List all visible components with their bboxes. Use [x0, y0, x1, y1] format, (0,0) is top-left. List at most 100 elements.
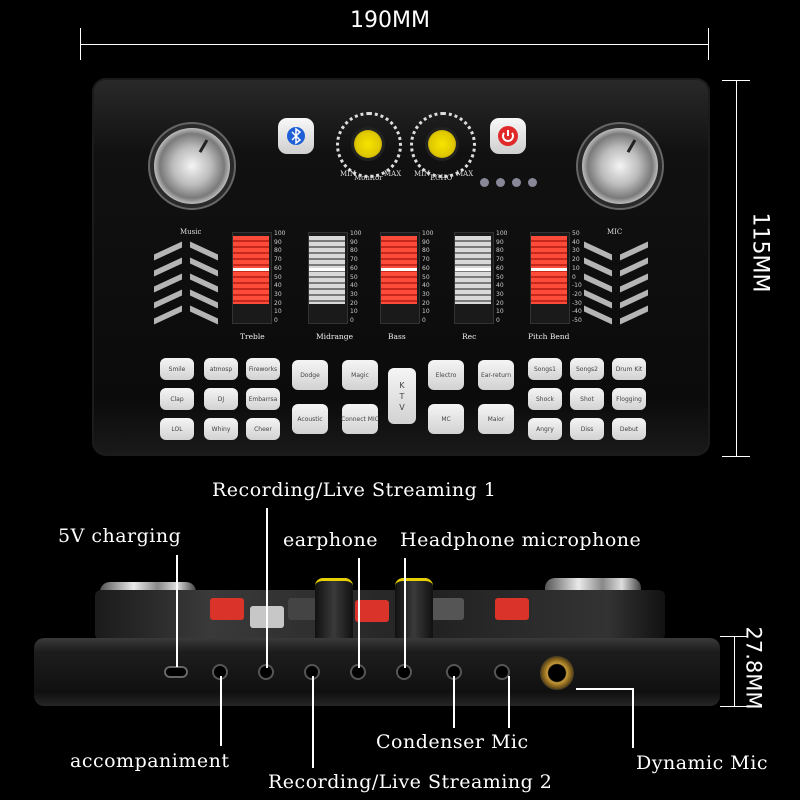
fader-cap-side-6 [495, 598, 529, 620]
depth-dimension-label: 27.8MM [741, 626, 766, 710]
leader-condenser-mic-2 [508, 676, 510, 728]
condenser-mic-port-2[interactable] [496, 666, 508, 678]
height-dimension-label: 115MM [747, 212, 773, 293]
fader-3-handle[interactable] [381, 236, 417, 304]
height-dimension-line [736, 80, 737, 456]
callout-accompaniment: accompaniment [70, 750, 230, 772]
fader-label-4: Rec [462, 332, 477, 341]
pad-lol[interactable]: LOL [160, 418, 194, 440]
pad-smile[interactable]: Smile [160, 358, 194, 380]
echo-min-label: MIN [414, 170, 431, 178]
pad-electro[interactable]: Electro [428, 360, 464, 390]
pad-embarrsa[interactable]: Embarrsa [246, 388, 280, 410]
dynamic-mic-jack[interactable] [540, 656, 574, 690]
callout-earphone: earphone [283, 529, 378, 551]
fader-1-handle[interactable] [233, 236, 269, 304]
music-knob-label: Music [180, 228, 202, 236]
monitor-dial-ring [336, 112, 402, 178]
recording-1-port[interactable] [260, 666, 272, 678]
earphone-port[interactable] [352, 666, 364, 678]
bluetooth-icon [287, 127, 305, 145]
music-volume-knob[interactable] [154, 128, 230, 204]
condenser-mic-port[interactable] [448, 666, 460, 678]
height-tick-top [722, 80, 750, 81]
fader-2-handle[interactable] [309, 236, 345, 304]
monitor-knob[interactable] [354, 130, 382, 158]
pad-maior[interactable]: Maior [478, 404, 514, 434]
monitor-min-label: MIN [340, 170, 357, 178]
leader-dynamic-mic-h [576, 688, 632, 690]
sound-card-side-view [34, 638, 720, 706]
fader-label-2: Midrange [316, 332, 354, 341]
fader-cap-side-1 [210, 598, 244, 620]
headphone-mic-port[interactable] [398, 666, 410, 678]
pad-fireworks[interactable]: Fireworks [246, 358, 280, 380]
leader-5v-charging [176, 555, 178, 667]
monitor-knob-side [315, 578, 353, 641]
leader-headphone-microphone [404, 558, 406, 668]
pad-songs2[interactable]: Songs2 [570, 358, 604, 380]
callout-condenser-mic: Condenser Mic [376, 731, 529, 753]
mic-volume-knob[interactable] [582, 128, 658, 204]
callout-recording-2: Recording/Live Streaming 2 [268, 771, 553, 793]
pad-cheer[interactable]: Cheer [246, 418, 280, 440]
callout-dynamic-mic: Dynamic Mic [636, 752, 768, 774]
leader-accompaniment [220, 676, 222, 746]
fader-5-handle[interactable] [531, 236, 567, 304]
fader-label-5: Pitch Bend [528, 332, 570, 341]
depth-dimension-line [734, 636, 735, 706]
pad-whiny[interactable]: Whiny [204, 418, 238, 440]
leader-dynamic-mic-v [632, 688, 634, 748]
pad-mc[interactable]: MC [428, 404, 464, 434]
width-tick-left [80, 28, 81, 60]
width-tick-right [708, 28, 709, 60]
echo-knob[interactable] [428, 130, 456, 158]
mic-knob-label: MIC [607, 228, 623, 236]
usb-charging-port[interactable] [166, 668, 186, 676]
pad-ear-return[interactable]: Ear-return [478, 360, 514, 390]
leader-earphone [358, 558, 360, 668]
pad-dodge[interactable]: Dodge [292, 360, 328, 390]
sound-card-top-view: Music MIC MIN Monitor MAX MIN ECHO MAX [92, 78, 710, 456]
pad-flogging[interactable]: Flogging [612, 388, 646, 410]
depth-tick-bottom [720, 706, 748, 707]
pad-diss[interactable]: Diss [570, 418, 604, 440]
leader-condenser-mic-1 [453, 676, 455, 728]
echo-dial-ring [410, 112, 476, 178]
fader-cap-side-3 [288, 598, 322, 620]
depth-tick-top [720, 636, 748, 637]
fader-label-1: Treble [240, 332, 265, 341]
accompaniment-port[interactable] [214, 666, 226, 678]
pad-clap[interactable]: Clap [160, 388, 194, 410]
pad-acoustic[interactable]: Acoustic [292, 404, 328, 434]
pad-debut[interactable]: Debut [612, 418, 646, 440]
fader-cap-side-5 [430, 598, 464, 620]
status-led-3 [512, 178, 521, 187]
power-icon [498, 126, 518, 146]
recording-2-port[interactable] [306, 666, 318, 678]
pad-shot[interactable]: Shot [570, 388, 604, 410]
height-tick-bottom [722, 456, 750, 457]
pad-songs1[interactable]: Songs1 [528, 358, 562, 380]
pad-angry[interactable]: Angry [528, 418, 562, 440]
pad-drum-kit[interactable]: Drum Kit [612, 358, 646, 380]
fader-label-3: Bass [388, 332, 406, 341]
callout-5v-charging: 5V charging [58, 525, 182, 547]
pad-magic[interactable]: Magic [342, 360, 378, 390]
pad-dj[interactable]: DJ [204, 388, 238, 410]
bluetooth-button[interactable] [278, 118, 314, 154]
monitor-max-label: MAX [384, 170, 402, 178]
echo-max-label: MAX [456, 170, 474, 178]
pad-connect-mic[interactable]: Connect MIC [341, 404, 379, 434]
power-button[interactable] [490, 118, 526, 154]
fader-4-handle[interactable] [455, 236, 491, 304]
callout-recording-1: Recording/Live Streaming 1 [212, 479, 497, 501]
echo-knob-side [395, 578, 433, 641]
leader-recording-2 [312, 676, 314, 768]
pad-shock[interactable]: Shock [528, 388, 562, 410]
pad-atmosp[interactable]: atmosp [204, 358, 238, 380]
